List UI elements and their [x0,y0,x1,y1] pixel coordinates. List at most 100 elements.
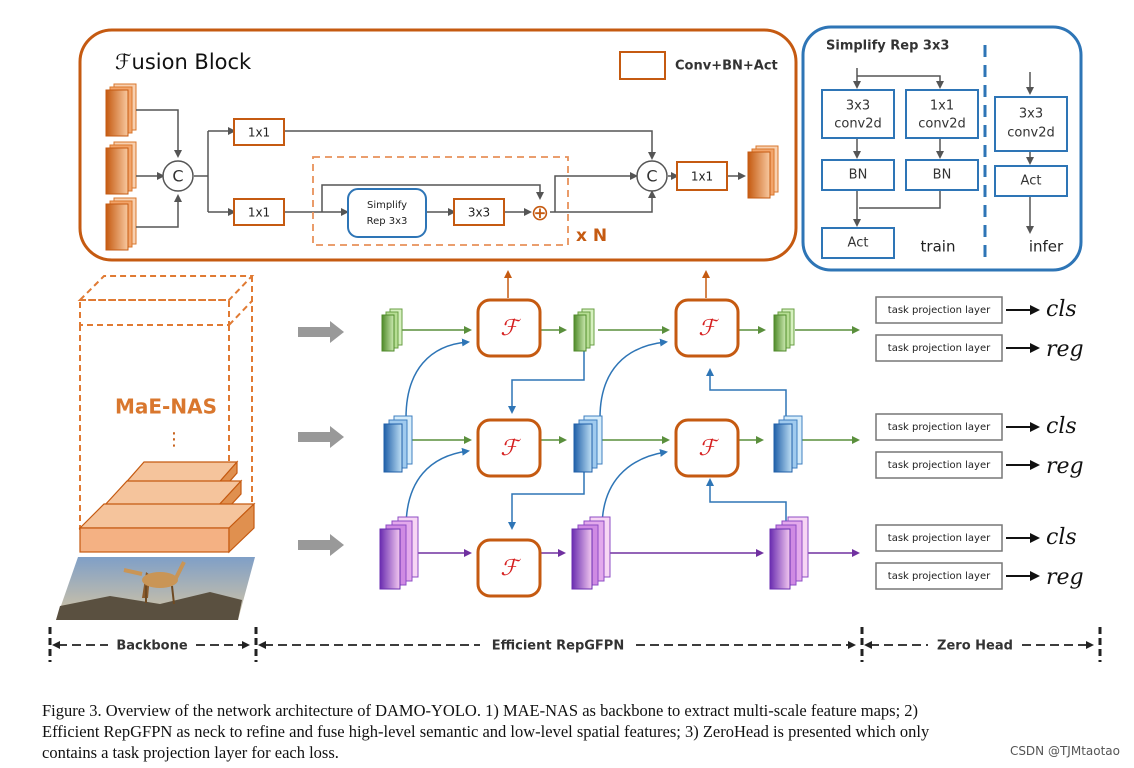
simplify-rep-block: Simplify Rep 3x3 [347,188,427,238]
task-layer-cls-p5: task projection layer [875,524,1003,552]
svg-text:3x3: 3x3 [468,206,490,220]
feature-blue-output [773,415,803,473]
svg-text:task projection layer: task projection layer [888,422,991,433]
fusion-output-feature [747,145,779,199]
section-neck: Efficient RepGFPN [492,639,624,654]
feature-blue-mid [573,415,603,473]
svg-text:C: C [646,167,657,186]
output-reg-p4: reg [1046,454,1084,479]
head-p5: task projection layer cls task projectio… [875,524,1084,590]
svg-text:Act: Act [1021,174,1042,189]
conv1x1-output: 1x1 [676,161,728,191]
svg-text:task projection layer: task projection layer [888,533,991,544]
task-layer-reg-p4: task projection layer [875,451,1003,479]
output-cls-p3: cls [1046,297,1077,322]
svg-text:BN: BN [933,168,952,183]
svg-text:1x1: 1x1 [248,206,270,220]
section-backbone: Backbone [116,639,188,654]
fusion-node-1: ℱ [476,298,542,358]
train-bn-left: BN [821,159,895,191]
simplify-rep-panel: Simplify Rep 3x3 3x3 conv2d 1x1 conv2d B… [801,25,1083,272]
head-p3: task projection layer cls task projectio… [875,296,1084,362]
svg-text:Act: Act [848,236,869,251]
svg-text:task projection layer: task projection layer [888,571,991,582]
svg-text:conv2d: conv2d [834,117,882,132]
simplify-panel-title: Simplify Rep 3x3 [826,39,949,54]
infer-label: infer [1029,238,1064,256]
task-layer-cls-p3: task projection layer [875,296,1003,324]
concat-node-output: C [636,160,668,192]
input-image [56,557,255,620]
caption-line-1: Figure 3. Overview of the network archit… [42,701,919,720]
fusion-block-panel: ℱusion Block Conv+BN+Act [78,28,798,262]
train-bn-right: BN [905,159,979,191]
legend-label: Conv+BN+Act [675,59,778,74]
caption-line-2: Efficient RepGFPN as neck to refine and … [42,722,930,741]
backbone: MaE-NAS ⋮ [56,275,256,620]
output-reg-p5: reg [1046,565,1084,590]
svg-text:C: C [172,167,183,186]
fusion-node-4: ℱ [674,418,740,478]
output-cls-p5: cls [1046,525,1077,550]
head-p4: task projection layer cls task projectio… [875,413,1084,479]
task-layer-cls-p4: task projection layer [875,413,1003,441]
infer-act: Act [994,165,1068,197]
svg-text:conv2d: conv2d [918,117,966,132]
svg-text:task projection layer: task projection layer [888,460,991,471]
add-node: ⊕ [531,201,549,226]
svg-text:Rep 3x3: Rep 3x3 [367,216,408,227]
svg-text:1x1: 1x1 [691,170,713,184]
feature-blue-input [383,415,413,473]
neck-connections [400,270,860,557]
figure-caption: Figure 3. Overview of the network archit… [42,700,1112,763]
svg-text:task projection layer: task projection layer [888,343,991,354]
backbone-name: MaE-NAS [115,395,217,419]
task-layer-reg-p5: task projection layer [875,562,1003,590]
svg-text:ℱ: ℱ [500,556,521,581]
train-conv3x3: 3x3 conv2d [821,89,895,139]
svg-text:ℱ: ℱ [698,436,719,461]
fusion-node-2: ℱ [674,298,740,358]
fusion-block-title: ℱusion Block [115,50,252,74]
backbone-stage-1 [78,502,256,554]
concat-node-input: C [162,160,194,192]
svg-text:1x1: 1x1 [930,99,954,114]
svg-text:task projection layer: task projection layer [888,305,991,316]
svg-text:ℱ: ℱ [698,316,719,341]
feature-purple-input [379,516,419,590]
feature-green-output [773,308,795,352]
repeat-region [312,156,569,246]
feature-purple-output [769,516,809,590]
fusion-input-feature-1 [105,83,137,137]
section-ruler: Backbone Efficient RepGFPN Zero Head [48,627,1102,662]
train-conv1x1: 1x1 conv2d [905,89,979,139]
fusion-node-3: ℱ [476,418,542,478]
task-layer-reg-p3: task projection layer [875,334,1003,362]
watermark: CSDN @TJMtaotao [1009,744,1120,758]
backbone-ellipsis: ⋮ [165,429,183,450]
svg-text:3x3: 3x3 [846,99,870,114]
train-act: Act [821,227,895,259]
fusion-node-5: ℱ [476,538,542,598]
conv1x1-bottom: 1x1 [233,198,285,226]
output-cls-p4: cls [1046,414,1077,439]
svg-text:Simplify: Simplify [367,200,407,211]
feature-green-input [381,308,403,352]
svg-text:1x1: 1x1 [248,126,270,140]
infer-conv3x3: 3x3 conv2d [994,96,1068,152]
architecture-diagram: ℱusion Block Conv+BN+Act [48,25,1102,662]
fusion-input-feature-3 [105,197,137,251]
conv3x3-block: 3x3 [453,198,505,226]
conv1x1-top: 1x1 [233,118,285,146]
svg-text:3x3: 3x3 [1019,107,1043,122]
feature-purple-mid [571,516,611,590]
caption-line-3: contains a task projection layer for eac… [42,743,339,762]
svg-text:ℱ: ℱ [500,316,521,341]
svg-text:conv2d: conv2d [1007,126,1055,141]
fusion-input-feature-2 [105,141,137,195]
repeat-label: x N [576,226,607,246]
feature-green-mid [573,308,595,352]
train-label: train [921,238,956,256]
section-head: Zero Head [937,639,1013,654]
legend-swatch [619,51,666,80]
